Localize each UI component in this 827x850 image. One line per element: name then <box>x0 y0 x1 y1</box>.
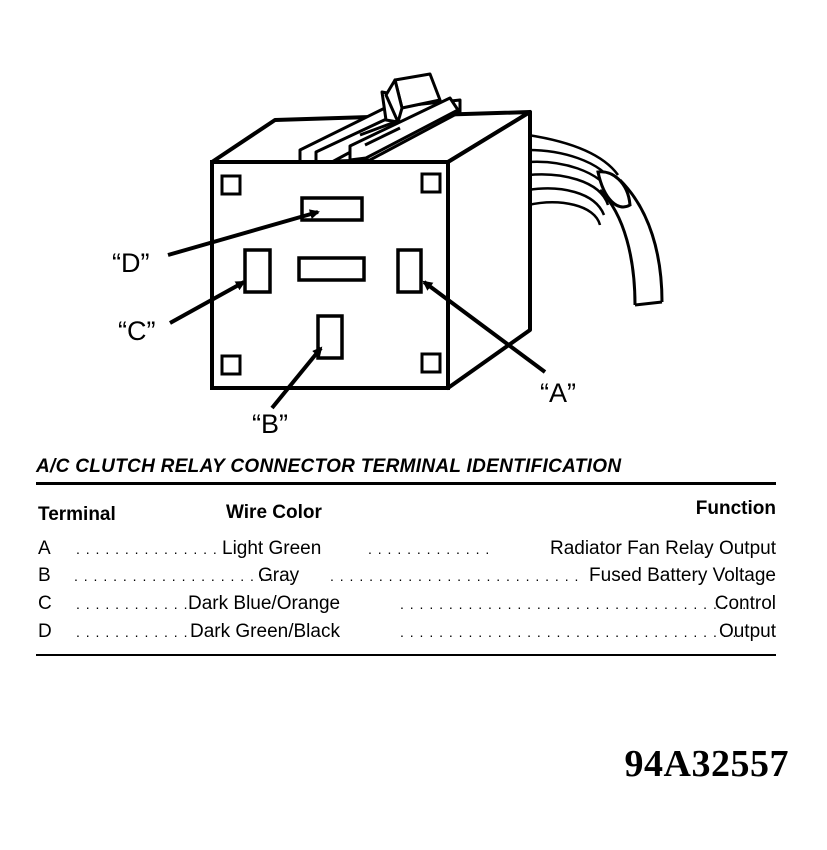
cavity-d <box>300 196 364 222</box>
corner-holes <box>220 172 442 376</box>
cavity-c <box>243 248 272 294</box>
cavity-center <box>297 256 366 282</box>
title-rule <box>36 482 776 485</box>
figure-code: 94A32557 <box>624 743 789 785</box>
dot-leader: . . . . . . . . . . . . . . . . . . . . … <box>400 624 738 640</box>
header-wire-color: Wire Color <box>226 502 322 523</box>
wire-color-cell: Dark Blue/Orange <box>188 593 341 614</box>
terminal-cell: A <box>38 538 51 559</box>
table-row: C . . . . . . . . . . . . Dark Blue/Oran… <box>38 593 776 617</box>
dot-leader: . . . . . . . . . . . . . . . . . . . . … <box>400 596 748 612</box>
leader-lines <box>167 209 547 410</box>
leader-c <box>169 280 246 325</box>
terminal-cell: D <box>38 621 52 642</box>
table-row: B . . . . . . . . . . . . . . . . . . . … <box>38 565 776 589</box>
leader-a <box>422 280 547 374</box>
connector-right-face <box>446 110 532 390</box>
callout-b: “B” <box>252 409 288 439</box>
leader-b <box>270 346 323 410</box>
header-terminal: Terminal <box>38 504 116 525</box>
function-cell: Control <box>714 593 776 614</box>
cavity-a <box>396 248 423 294</box>
table-row: D . . . . . . . . . . . . Dark Green/Bla… <box>38 621 776 645</box>
callout-c: “C” <box>118 316 156 346</box>
dot-leader: . . . . . . . . . . . . . . . . . . . . … <box>330 568 580 584</box>
relay-connector-illustration <box>167 72 664 410</box>
terminal-cell: B <box>38 565 51 586</box>
callout-a: “A” <box>540 378 576 408</box>
terminal-cavities <box>243 196 423 360</box>
wire-color-cell: Dark Green/Black <box>190 621 340 642</box>
table-title: A/C CLUTCH RELAY CONNECTOR TERMINAL IDEN… <box>36 456 622 477</box>
bottom-rule <box>36 654 776 656</box>
wire-harness <box>527 133 664 307</box>
dot-leader: . . . . . . . . . . . . . . . <box>76 541 218 557</box>
callout-d: “D” <box>112 248 150 278</box>
leader-d <box>167 209 320 257</box>
dot-leader: . . . . . . . . . . . . . <box>368 541 491 557</box>
terminal-cell: C <box>38 593 52 614</box>
cavity-b <box>316 314 344 360</box>
header-function: Function <box>695 498 776 519</box>
function-cell: Radiator Fan Relay Output <box>549 538 776 559</box>
function-cell: Fused Battery Voltage <box>589 565 776 586</box>
dot-leader: . . . . . . . . . . . . <box>76 596 189 612</box>
locking-latch <box>298 72 462 164</box>
wire-color-cell: Light Green <box>222 538 322 559</box>
wire-color-cell: Gray <box>258 565 300 586</box>
dot-leader: . . . . . . . . . . . . . . . . . . . . … <box>74 568 295 584</box>
table-row: A . . . . . . . . . . . . . . . Light Gr… <box>38 538 776 562</box>
function-cell: Output <box>718 621 776 642</box>
dot-leader: . . . . . . . . . . . . <box>76 624 189 640</box>
